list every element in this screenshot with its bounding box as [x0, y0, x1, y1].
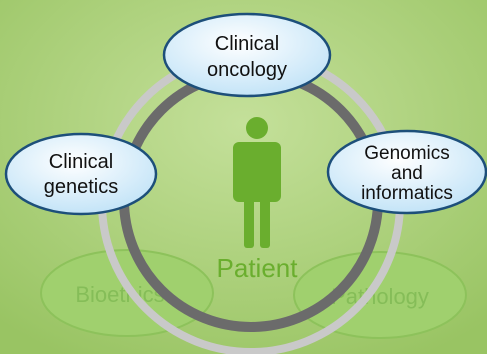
bioethics-label: Bioethics — [75, 282, 164, 307]
genomics-informatics-node: Genomics and informatics — [326, 129, 487, 215]
clinical-oncology-node: Clinical oncology — [162, 12, 332, 98]
clinical-oncology-label-line1: Clinical — [215, 33, 279, 55]
genomics-label-line1: Genomics — [364, 143, 450, 164]
clinical-oncology-label-line2: oncology — [207, 59, 287, 81]
genomics-label-line2: and — [391, 163, 423, 184]
clinical-genetics-label-line1: Clinical — [49, 151, 113, 173]
bioethics-node: Bioethics — [40, 249, 214, 337]
pathology-node: Pathology — [293, 251, 467, 339]
patient-icon — [233, 117, 281, 248]
clinical-genetics-node: Clinical genetics — [4, 132, 158, 216]
genomics-label-line3: informatics — [361, 183, 453, 204]
clinical-genetics-label-line2: genetics — [44, 176, 119, 198]
patient-label: Patient — [217, 253, 299, 283]
